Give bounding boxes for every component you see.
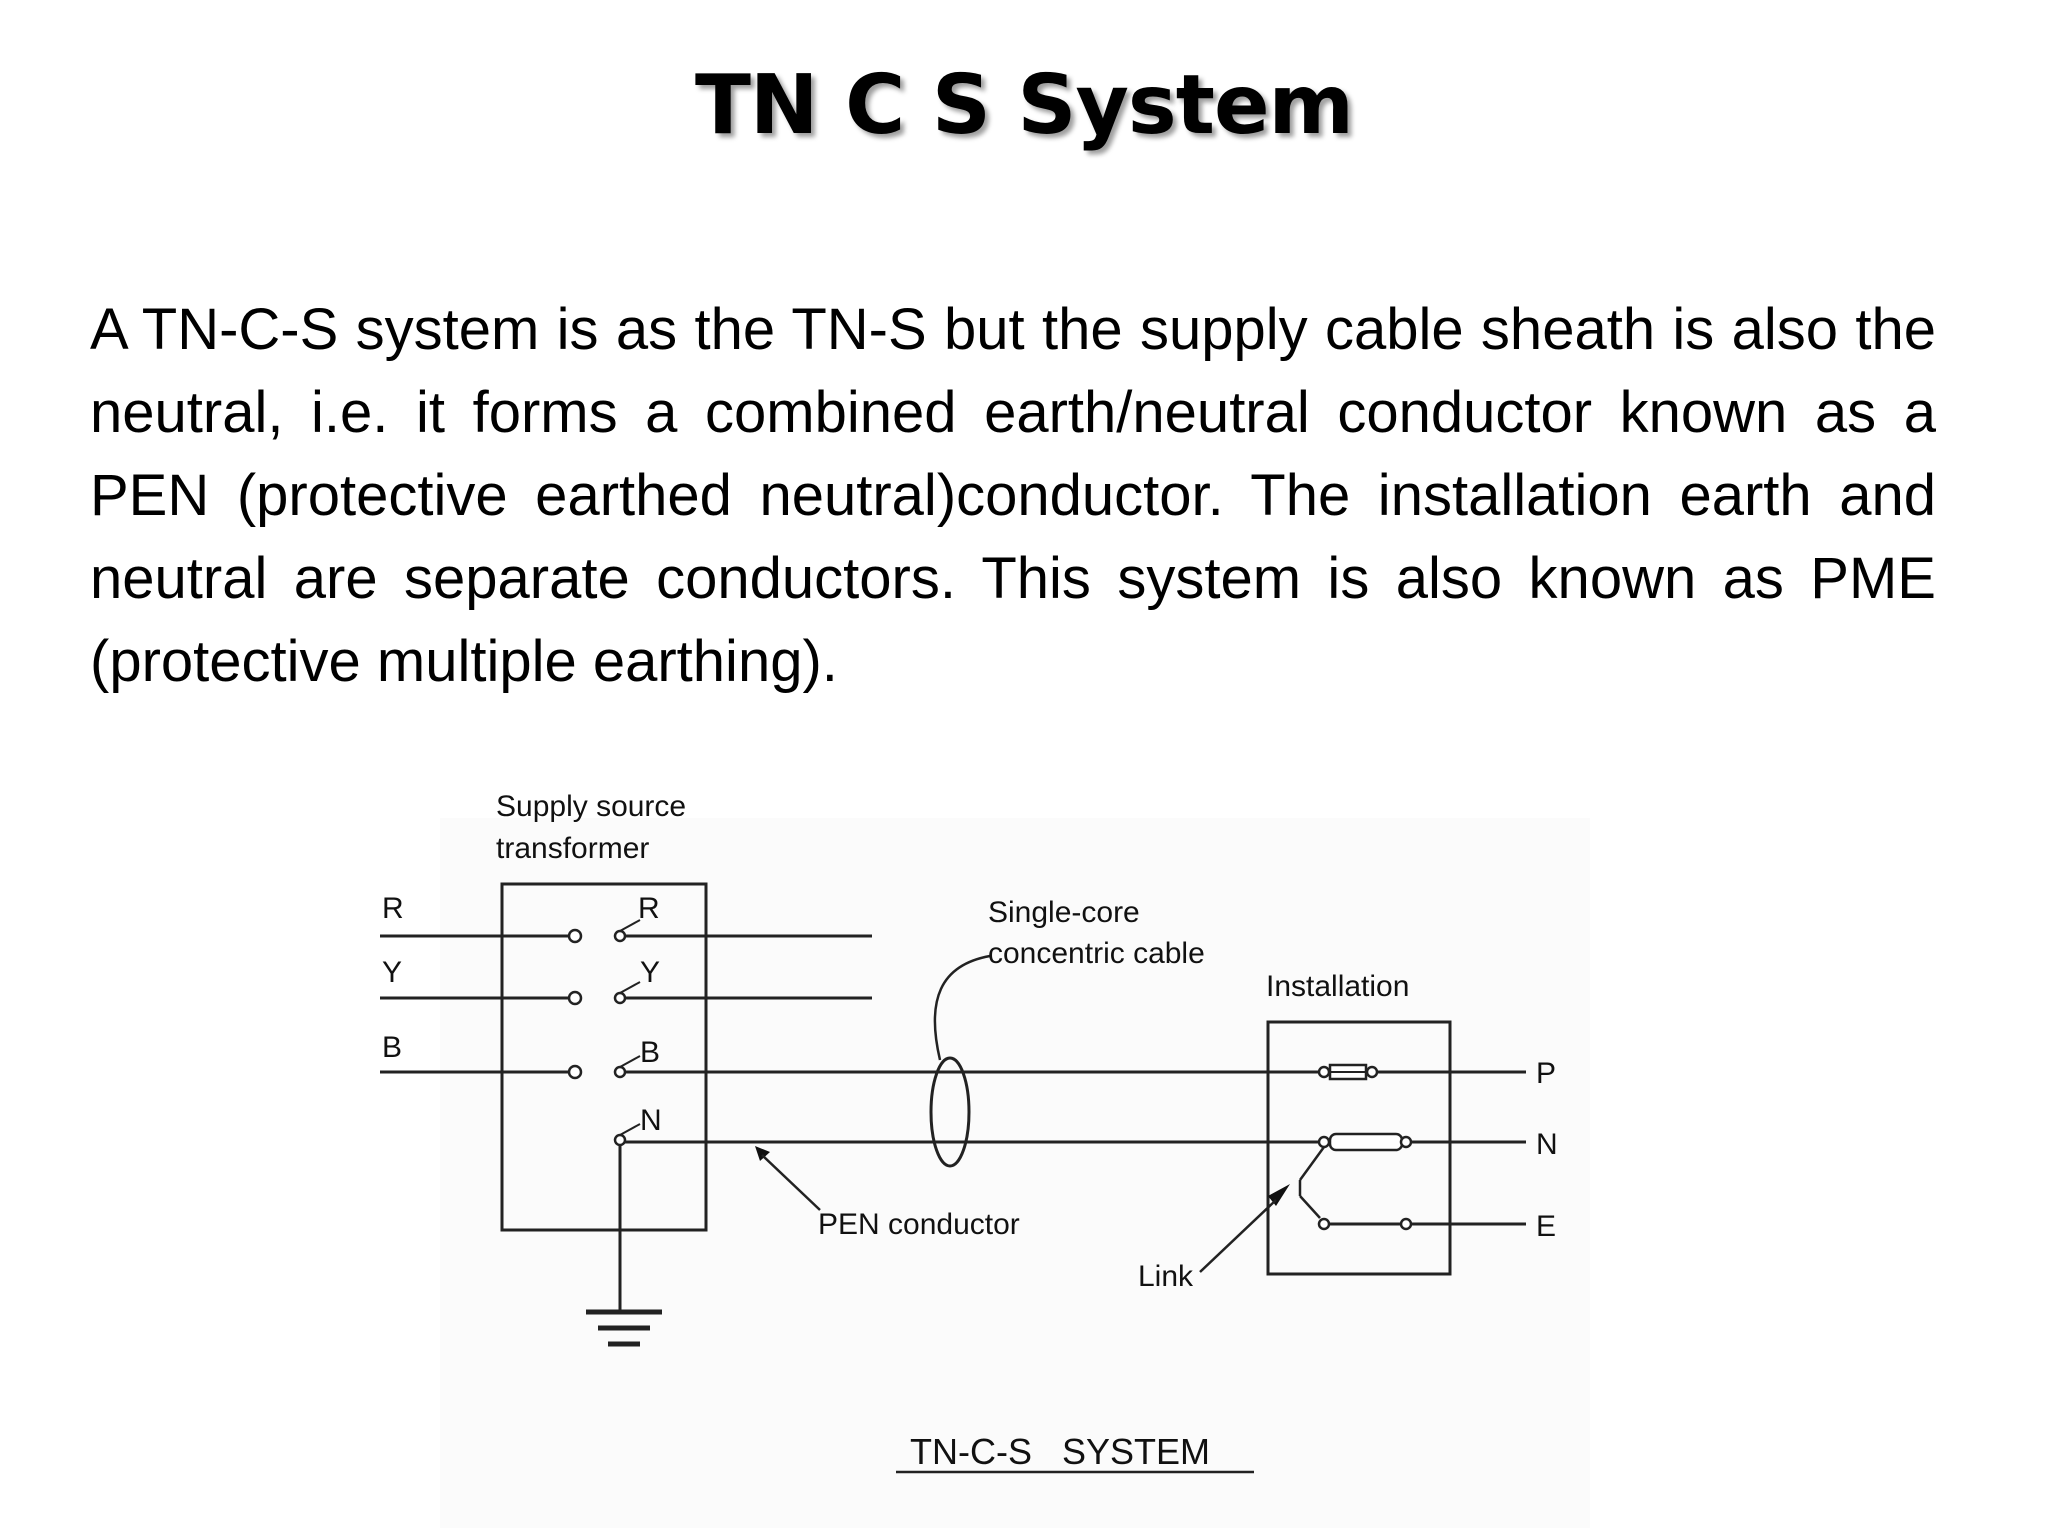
- terminal-r-label: R: [638, 892, 660, 925]
- left-phase-b-label: B: [382, 1031, 402, 1064]
- tn-c-s-wiring-diagram: Supply source transformer R Y B R Y B N …: [380, 790, 1590, 1528]
- terminal-n-tick: [619, 1123, 641, 1136]
- install-p-terminal-in: [1317, 1065, 1331, 1079]
- terminal-y-out: [613, 991, 627, 1005]
- link-pointer-line: [1199, 1199, 1277, 1273]
- pen-pointer-line: [761, 1154, 821, 1211]
- terminal-n: [613, 1133, 627, 1147]
- neutral-link-symbol: [1328, 1132, 1404, 1152]
- pen-arrow-head: [755, 1146, 770, 1161]
- slide-title: TN C S System: [694, 58, 1354, 153]
- terminal-r-in: [567, 928, 583, 944]
- terminal-b-in: [567, 1064, 583, 1080]
- diagram-caption: TN-C-S SYSTEM: [910, 1431, 1210, 1472]
- cable-label-line1: Single-core: [988, 896, 1140, 929]
- left-phase-r-label: R: [382, 892, 404, 925]
- install-n-terminal-in: [1317, 1135, 1331, 1149]
- cable-leader-line: [933, 954, 991, 1061]
- terminal-n-label: N: [640, 1104, 662, 1137]
- install-n-terminal-out: [1399, 1135, 1413, 1149]
- terminal-b-label: B: [640, 1036, 660, 1069]
- installation-label: Installation: [1266, 970, 1409, 1003]
- output-e-label: E: [1536, 1210, 1556, 1243]
- earth-link-connector: [1298, 1146, 1326, 1181]
- slide-paragraph: A TN-C-S system is as the TN-S but the s…: [90, 297, 1936, 694]
- concentric-cable-symbol: [929, 1056, 971, 1168]
- install-p-terminal-out: [1365, 1065, 1379, 1079]
- transformer-box: [500, 882, 708, 1232]
- terminal-y-label: Y: [640, 956, 660, 989]
- link-label: Link: [1138, 1260, 1194, 1293]
- pen-conductor-label: PEN conductor: [818, 1208, 1020, 1241]
- terminal-b-out: [613, 1065, 627, 1079]
- terminal-b-tick: [619, 1055, 641, 1068]
- cable-label-line2: concentric cable: [988, 937, 1205, 970]
- terminal-y-in: [567, 990, 583, 1006]
- link-arrow-head: [1268, 1184, 1290, 1206]
- installation-box: [1266, 1020, 1452, 1276]
- terminal-r-out: [613, 929, 627, 943]
- supply-source-label: Supply source: [496, 790, 686, 823]
- output-n-label: N: [1536, 1128, 1558, 1161]
- install-e-terminal-out: [1399, 1217, 1413, 1231]
- terminal-r-tick: [619, 919, 641, 932]
- earth-link-diag: [1299, 1195, 1321, 1219]
- output-p-label: P: [1536, 1057, 1556, 1090]
- transformer-label: transformer: [496, 832, 649, 865]
- terminal-y-tick: [619, 981, 641, 994]
- install-e-terminal-in: [1317, 1217, 1331, 1231]
- left-phase-y-label: Y: [382, 956, 402, 989]
